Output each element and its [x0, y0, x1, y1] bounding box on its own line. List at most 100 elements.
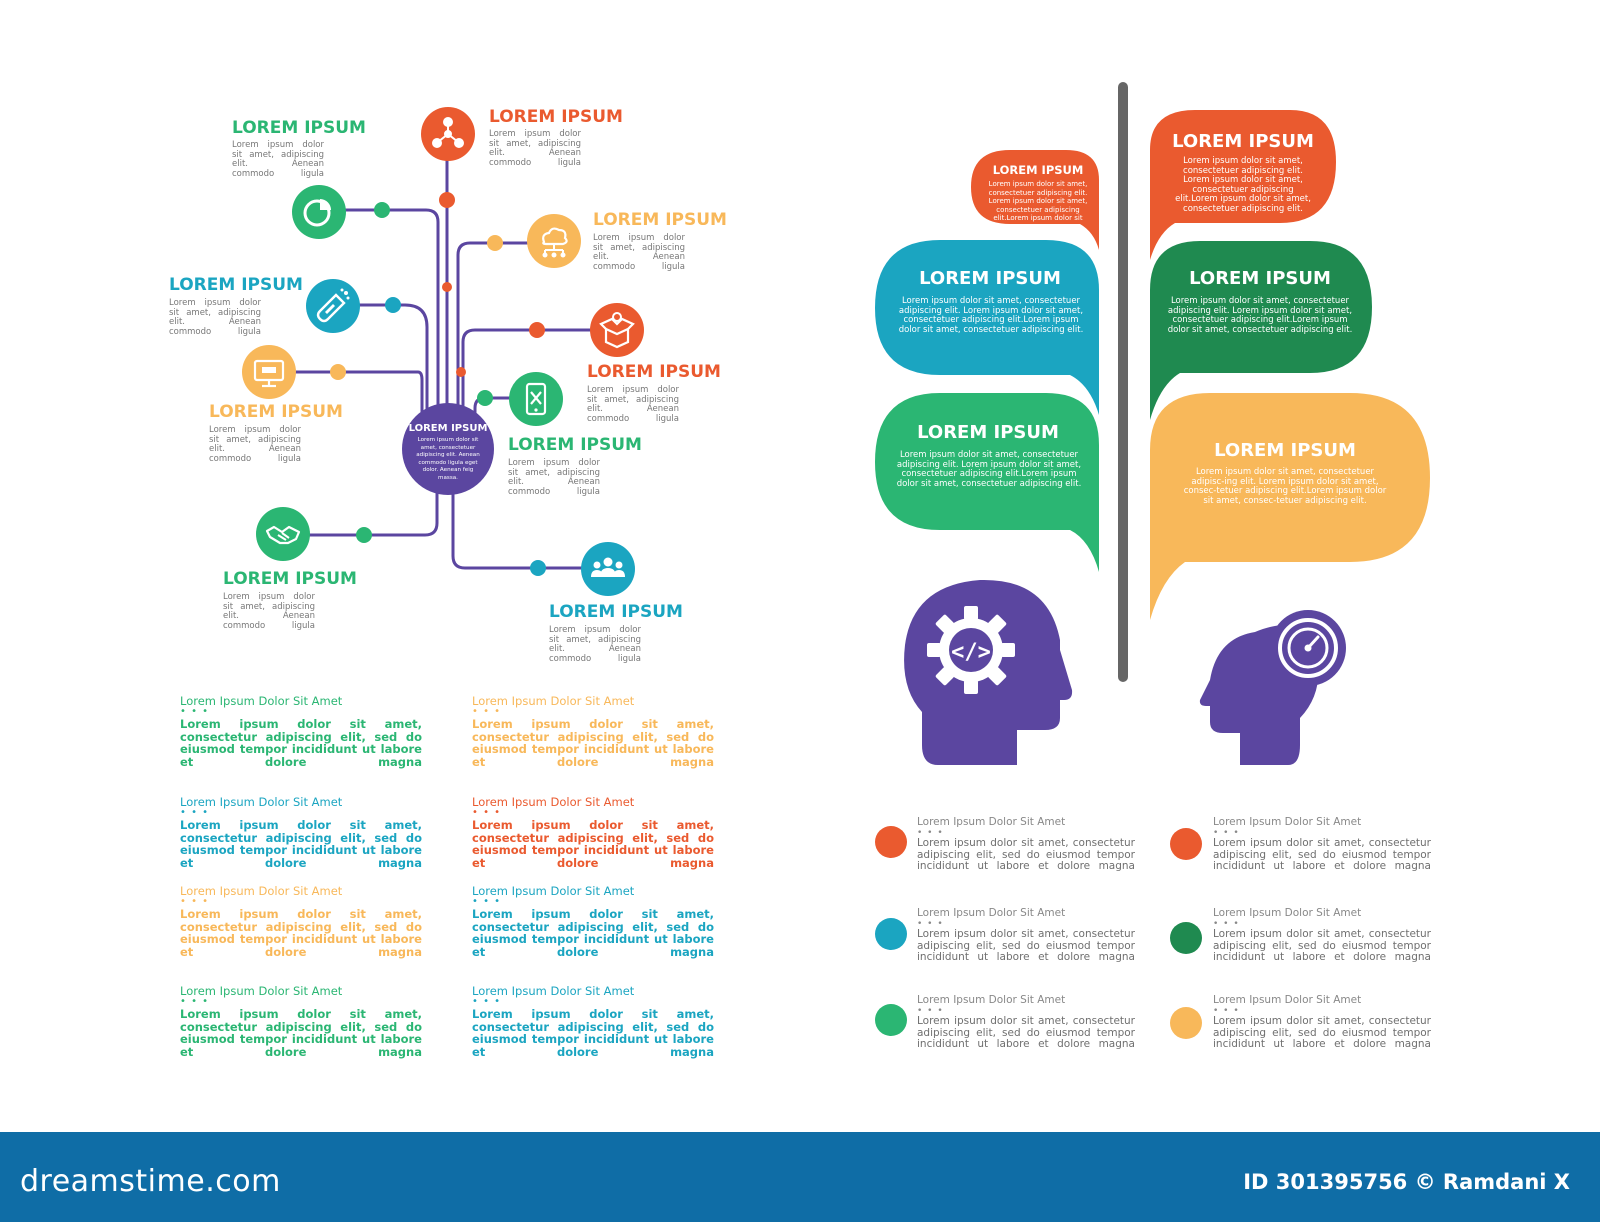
node-mobile-text: Lorem ipsum dolor sit amet, adipiscing e…: [508, 458, 600, 497]
legend-dots: • • •: [917, 1006, 944, 1016]
cloud-network-icon: [542, 227, 568, 258]
legend-title: Lorem Ipsum Dolor Sit Amet: [917, 994, 1066, 1006]
node-mobile-title: LOREM IPSUM: [508, 435, 642, 455]
footer-image-id: ID 301395756 © Ramdani X: [1243, 1170, 1570, 1194]
legend-title: Lorem Ipsum Dolor Sit Amet: [1213, 907, 1362, 919]
legend-dot-green: [875, 1004, 907, 1036]
node-pie-title: LOREM IPSUM: [232, 118, 366, 138]
legend-title: Lorem Ipsum Dolor Sit Amet: [917, 816, 1066, 828]
open-box-icon: [599, 312, 635, 349]
text-block-dots: • • •: [180, 706, 210, 717]
bubble-right-mid-title: LOREM IPSUM: [1189, 268, 1331, 289]
connector-cloud: [456, 241, 537, 412]
text-block-body: Lorem ipsum dolor sit amet, consectetur …: [472, 717, 714, 769]
text-block-dots: • • •: [472, 807, 502, 818]
text-block-body: Lorem ipsum dolor sit amet, consectetur …: [180, 1007, 422, 1059]
bubble-left-top-title: LOREM IPSUM: [992, 163, 1084, 177]
connector-box: [461, 328, 592, 414]
text-block-body: Lorem ipsum dolor sit amet, consectetur …: [472, 907, 714, 959]
node-cloud-title: LOREM IPSUM: [593, 210, 727, 230]
connector-handshake: [308, 476, 439, 537]
connector-dots: [330, 192, 546, 576]
node-network: [421, 107, 475, 161]
pie-chart-icon: [303, 199, 331, 227]
node-box-text: Lorem ipsum dolor sit amet, adipiscing e…: [587, 385, 679, 424]
mindmap-center: LOREM IPSUM Lorem ipsum dolor sit amet, …: [402, 403, 494, 495]
node-tube-title: LOREM IPSUM: [169, 275, 303, 295]
legend-title: Lorem Ipsum Dolor Sit Amet: [917, 907, 1066, 919]
node-box: [590, 303, 644, 357]
bubble-graphics: </>: [875, 82, 1430, 765]
team-icon: [591, 557, 625, 577]
legend-dots: • • •: [1213, 1006, 1240, 1016]
mindmap-connectors: [294, 150, 592, 576]
mindmap-center-text: Lorem ipsum dolor sit amet, consectetuer…: [416, 437, 480, 481]
text-block-title: Lorem Ipsum Dolor Sit Amet: [180, 984, 343, 998]
text-block-title: Lorem Ipsum Dolor Sit Amet: [472, 694, 635, 708]
text-block-body: Lorem ipsum dolor sit amet, consectetur …: [180, 717, 422, 769]
text-block-body: Lorem ipsum dolor sit amet, consectetur …: [472, 818, 714, 870]
bubble-right-top-shape: [1150, 110, 1336, 260]
legend-dots: • • •: [1213, 828, 1240, 838]
footer-bar: dreamstime.com ID 301395756 © Ramdani X: [0, 1132, 1600, 1222]
bubble-left-bottom-shape: [875, 393, 1099, 572]
connector-seo: [294, 370, 424, 417]
speedometer-icon: [1270, 610, 1346, 686]
connector-team: [451, 476, 583, 570]
legend-title: Lorem Ipsum Dolor Sit Amet: [1213, 994, 1362, 1006]
legend-body: Lorem ipsum dolor sit amet, consectetur …: [917, 837, 1135, 872]
legend-title: Lorem Ipsum Dolor Sit Amet: [1213, 816, 1362, 828]
legend-dot-orange: [875, 826, 907, 858]
node-box-title: LOREM IPSUM: [587, 362, 721, 382]
legend-body: Lorem ipsum dolor sit amet, consectetur …: [917, 928, 1135, 963]
text-block-body: Lorem ipsum dolor sit amet, consectetur …: [180, 818, 422, 870]
node-cloud: [527, 214, 581, 268]
node-cloud-text: Lorem ipsum dolor sit amet, adipiscing e…: [593, 233, 685, 272]
bubble-right-mid-text: Lorem ipsum dolor sit amet, consectetuer…: [1167, 296, 1353, 335]
bubble-right-bottom-shape: [1150, 393, 1430, 620]
text-block-title: Lorem Ipsum Dolor Sit Amet: [180, 795, 343, 809]
bubble-left-bottom-title: LOREM IPSUM: [917, 422, 1059, 443]
handshake-icon: [265, 525, 301, 545]
node-pie: [292, 185, 346, 239]
text-block-title: Lorem Ipsum Dolor Sit Amet: [180, 694, 343, 708]
legend-body: Lorem ipsum dolor sit amet, consectetur …: [917, 1015, 1135, 1050]
seo-monitor-icon: [253, 359, 285, 388]
node-tube: [306, 279, 360, 333]
connector-pie: [336, 208, 440, 410]
gear-code-icon: </>: [927, 606, 1015, 694]
legend-dots: • • •: [1213, 919, 1240, 929]
text-block-dots: • • •: [180, 896, 210, 907]
legend-dots: • • •: [917, 919, 944, 929]
text-block-title: Lorem Ipsum Dolor Sit Amet: [472, 795, 635, 809]
bubble-right-top-title: LOREM IPSUM: [1172, 131, 1314, 152]
legend-body: Lorem ipsum dolor sit amet, consectetur …: [1213, 1015, 1431, 1050]
bubble-right-bottom-text: Lorem ipsum dolor sit amet, consectetuer…: [1183, 467, 1387, 506]
bubble-left-top-shape: [971, 150, 1099, 250]
node-seo-title: LOREM IPSUM: [209, 402, 343, 422]
legend-dot-teal: [875, 918, 907, 950]
bubble-left-mid-text: Lorem ipsum dolor sit amet, consectetuer…: [898, 296, 1084, 335]
legend-body: Lorem ipsum dolor sit amet, consectetur …: [1213, 928, 1431, 963]
legend-body: Lorem ipsum dolor sit amet, consectetur …: [1213, 837, 1431, 872]
node-handshake-text: Lorem ipsum dolor sit amet, adipiscing e…: [223, 592, 315, 631]
node-tube-text: Lorem ipsum dolor sit amet, adipiscing e…: [169, 298, 261, 337]
bubble-left-mid-shape: [875, 240, 1099, 415]
text-block-title: Lorem Ipsum Dolor Sit Amet: [180, 884, 343, 898]
text-block-body: Lorem ipsum dolor sit amet, consectetur …: [180, 907, 422, 959]
text-block-body: Lorem ipsum dolor sit amet, consectetur …: [472, 1007, 714, 1059]
legend-dot-orange: [1170, 828, 1202, 860]
text-block-title: Lorem Ipsum Dolor Sit Amet: [472, 884, 635, 898]
node-handshake: [256, 507, 310, 561]
network-icon: [432, 117, 464, 148]
text-block-dots: • • •: [472, 706, 502, 717]
legend-dots: • • •: [917, 828, 944, 838]
text-block-dots: • • •: [180, 996, 210, 1007]
text-block-title: Lorem Ipsum Dolor Sit Amet: [472, 984, 635, 998]
gear-code-label: </>: [951, 640, 991, 665]
footer-logo[interactable]: dreamstime.com: [20, 1164, 281, 1199]
bubble-left-top-text: Lorem ipsum dolor sit amet, consectetuer…: [988, 180, 1088, 240]
text-block-dots: • • •: [180, 807, 210, 818]
bubble-left-bottom-text: Lorem ipsum dolor sit amet, consectetuer…: [896, 450, 1082, 489]
